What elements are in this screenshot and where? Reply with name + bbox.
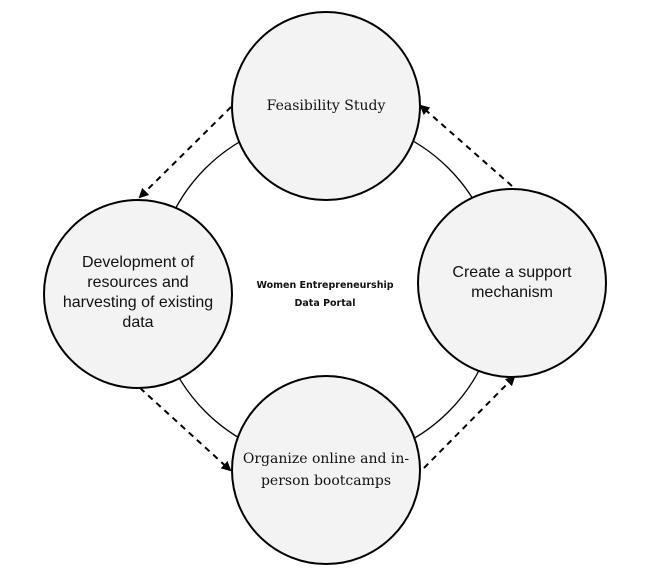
development-circle xyxy=(43,199,233,389)
center-title: Women Entrepreneurship Data Portal xyxy=(225,277,425,313)
support-label-line1: Create a support xyxy=(452,264,572,281)
center-title-line2: Data Portal xyxy=(294,298,356,309)
arrow-feasibility-to-development xyxy=(138,106,232,199)
bootcamps-label-line2: person bootcamps xyxy=(260,473,392,489)
bootcamps-node: Organize online and in- person bootcamps xyxy=(236,446,416,494)
feasibility-node: Feasibility Study xyxy=(246,86,406,126)
support-circle xyxy=(417,188,607,378)
support-label-line2: mechanism xyxy=(471,284,553,301)
center-title-line1: Women Entrepreneurship xyxy=(256,280,394,291)
bootcamps-circle xyxy=(231,375,421,565)
development-label-line1: Development of xyxy=(81,254,195,271)
feasibility-circle xyxy=(231,11,421,201)
feasibility-label: Feasibility Study xyxy=(266,98,386,114)
development-label-line3: harvesting of existing xyxy=(62,294,214,311)
arrow-support-to-feasibility xyxy=(419,104,513,187)
development-node: Development of resources and harvesting … xyxy=(43,250,233,336)
development-label-line2: resources and xyxy=(87,274,189,291)
development-label-line4: data xyxy=(122,314,154,331)
support-node: Create a support mechanism xyxy=(422,261,602,305)
bootcamps-label-line1: Organize online and in- xyxy=(242,451,410,467)
arrow-development-to-bootcamps xyxy=(139,387,232,472)
